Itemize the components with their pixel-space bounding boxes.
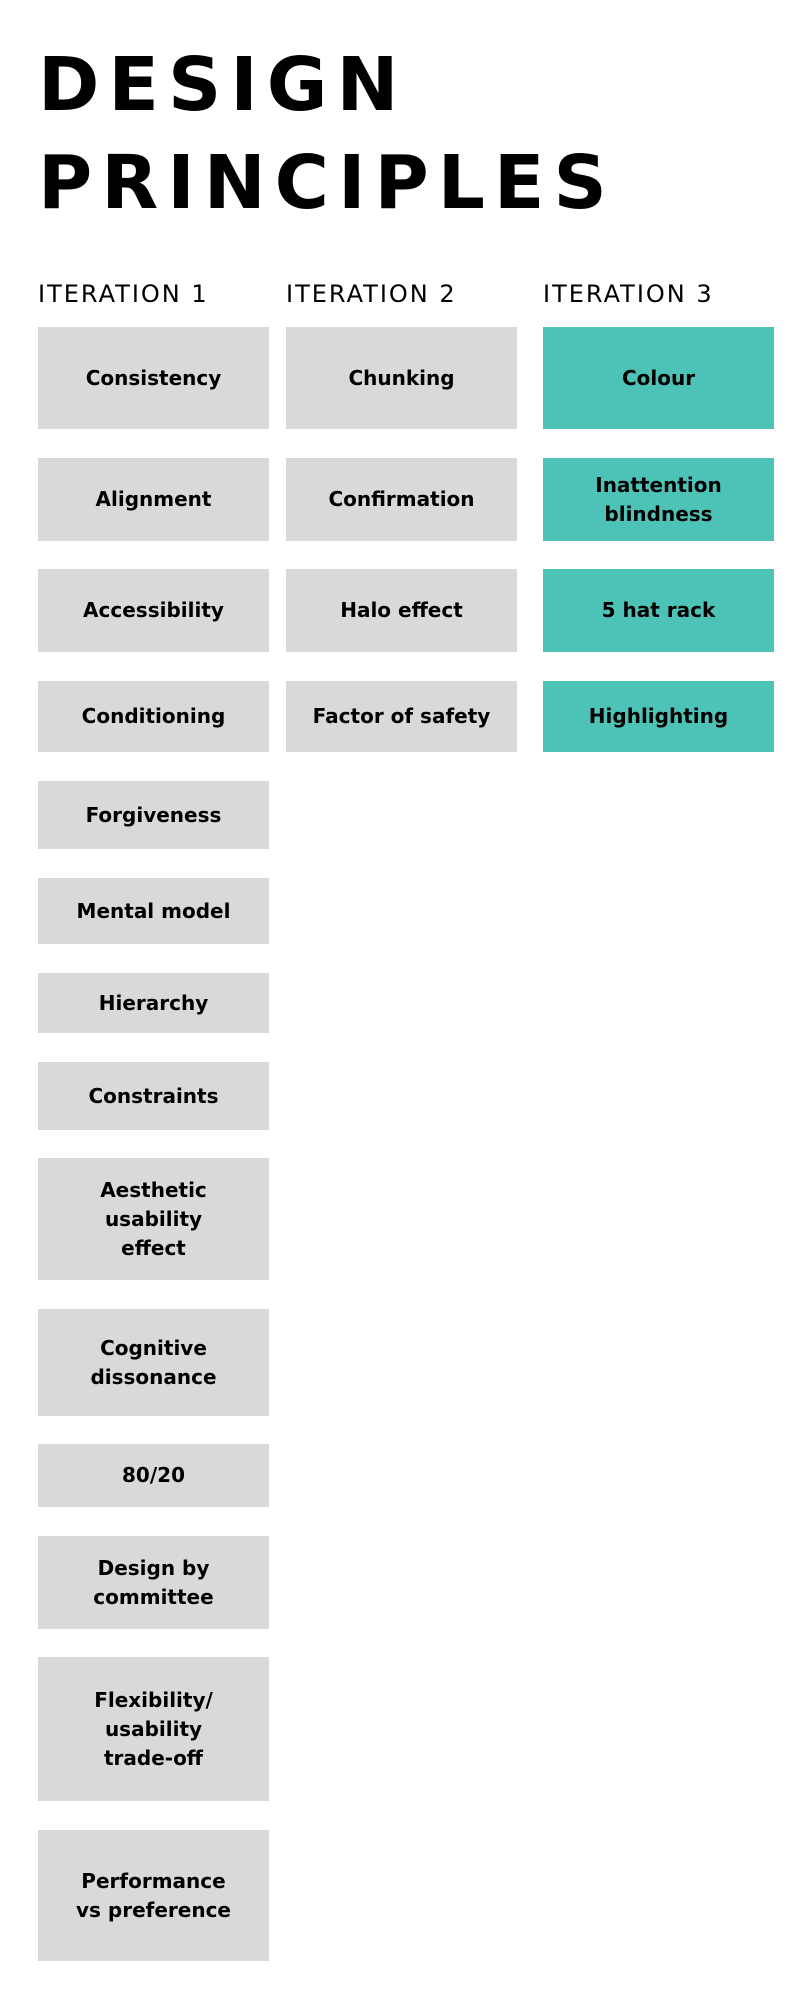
principle-card-label: Consistency: [85, 365, 222, 390]
principle-card-label: Confirmation: [328, 487, 475, 511]
principle-card: Halo effect: [286, 569, 517, 652]
column-heading-iteration-1: ITERATION 1: [38, 280, 209, 308]
principle-card-label: Forgiveness: [85, 802, 222, 827]
principle-card: Factor of safety: [286, 681, 517, 752]
principle-card-label: Accessibility: [83, 598, 224, 622]
column-heading-iteration-2: ITERATION 2: [286, 280, 457, 308]
principle-card-label: Colour: [621, 365, 696, 390]
principle-card-label: Cognitive dissonance: [90, 1335, 217, 1389]
principle-card: Accessibility: [38, 569, 269, 652]
principle-card: Cognitive dissonance: [38, 1309, 269, 1416]
principle-card-highlighted: 5 hat rack: [543, 569, 774, 652]
principle-card-highlighted: Colour: [543, 327, 774, 429]
principle-card: Design by committee: [38, 1536, 269, 1629]
principle-card: Forgiveness: [38, 781, 269, 849]
principle-card: Consistency: [38, 327, 269, 429]
principle-card-label: Highlighting: [588, 704, 729, 728]
principle-card-label: Design by committee: [93, 1555, 214, 1609]
principle-card-label: Halo effect: [340, 598, 463, 622]
principle-card: Confirmation: [286, 458, 517, 541]
principle-card: 80/20: [38, 1444, 269, 1507]
principle-card: Chunking: [286, 327, 517, 429]
principle-card-label: 80/20: [122, 1463, 185, 1487]
principle-card-label: Inattention blindness: [595, 472, 722, 526]
principle-card-label: Conditioning: [81, 704, 226, 728]
principle-card-label: Chunking: [348, 365, 455, 390]
principle-card: Mental model: [38, 878, 269, 944]
principle-card-label: 5 hat rack: [601, 598, 716, 622]
principle-card-highlighted: Inattention blindness: [543, 458, 774, 541]
page-title-line-2: PRINCIPLES: [38, 140, 616, 226]
principle-card: Performance vs preference: [38, 1830, 269, 1961]
principle-card-label: Flexibility/ usability trade-off: [94, 1687, 213, 1770]
principle-card: Constraints: [38, 1062, 269, 1130]
principle-card-label: Mental model: [76, 898, 231, 923]
principle-card: Alignment: [38, 458, 269, 541]
principle-card: Hierarchy: [38, 973, 269, 1033]
column-heading-iteration-3: ITERATION 3: [543, 280, 714, 308]
principle-card-highlighted: Highlighting: [543, 681, 774, 752]
principle-card-label: Constraints: [88, 1083, 219, 1108]
page-title-line-1: DESIGN: [38, 42, 408, 128]
principle-card-label: Hierarchy: [98, 990, 209, 1015]
principle-card-label: Performance vs preference: [76, 1868, 231, 1922]
principle-card-label: Alignment: [95, 487, 212, 511]
principle-card: Conditioning: [38, 681, 269, 752]
principle-card: Flexibility/ usability trade-off: [38, 1657, 269, 1801]
principle-card-label: Aesthetic usability effect: [100, 1177, 207, 1260]
principle-card-label: Factor of safety: [312, 704, 491, 728]
page-title: DESIGN PRINCIPLES: [38, 36, 616, 232]
principle-card: Aesthetic usability effect: [38, 1158, 269, 1280]
